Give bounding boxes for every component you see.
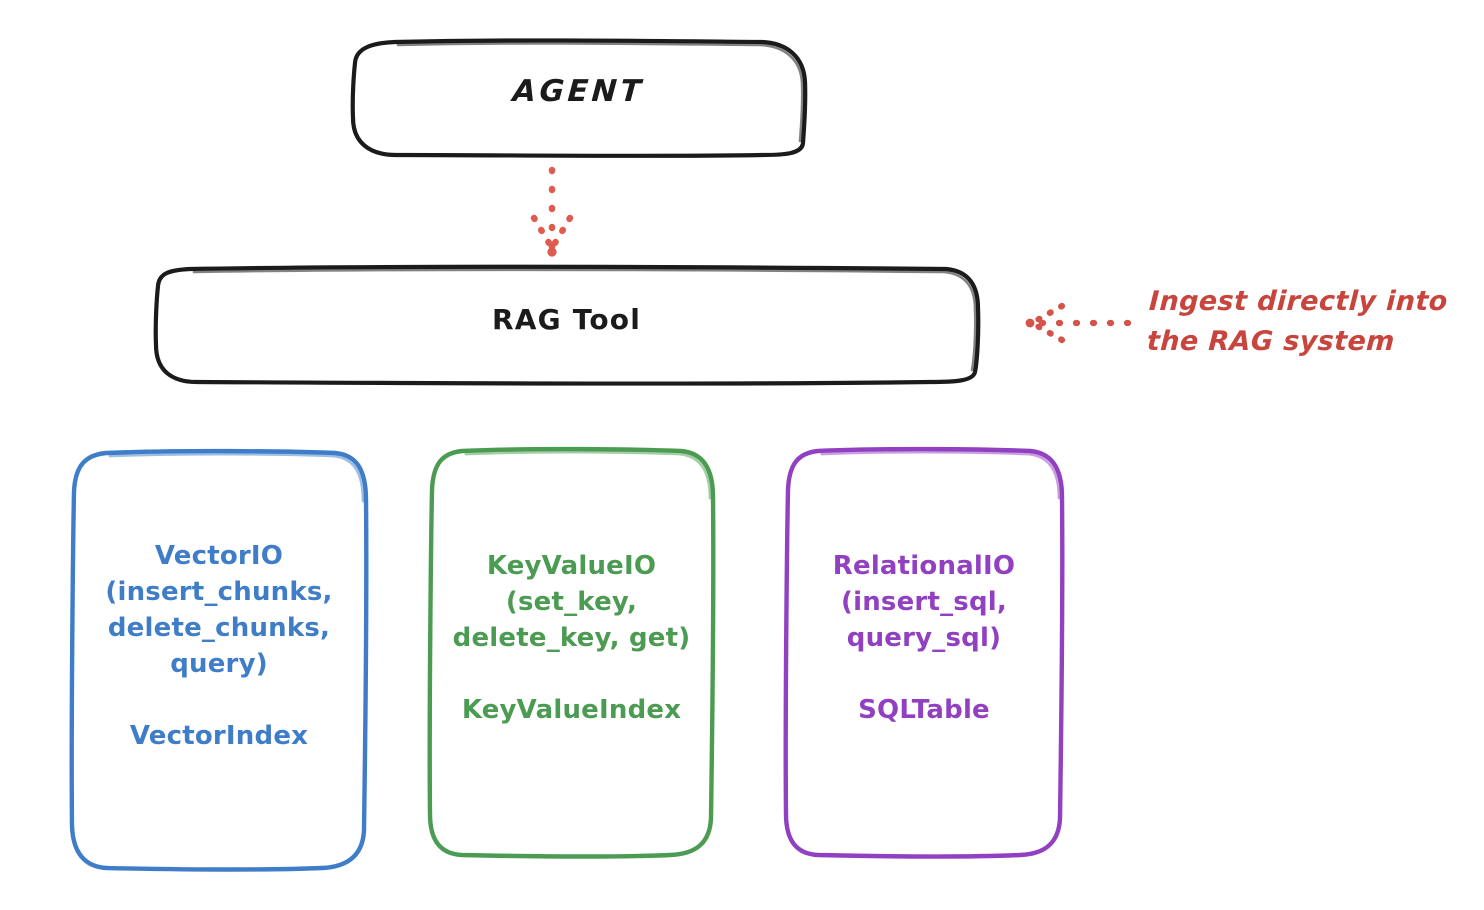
rag-tool-node[interactable] xyxy=(155,267,979,384)
relational-io-node-label: RelationalIO (insert_sql, query_sql) SQL… xyxy=(832,551,1016,725)
key-value-io-node-label: KeyValueIO (set_key, delete_key, get) Ke… xyxy=(452,551,691,725)
rag-tool-node-label: RAG Tool xyxy=(491,303,641,336)
agent-to-rag-connector xyxy=(530,166,574,257)
vector-io-node-label: VectorIO (insert_chunks, delete_chunks, … xyxy=(105,541,333,751)
agent-node[interactable] xyxy=(352,41,806,157)
relational-io-node[interactable] xyxy=(784,448,1064,857)
vector-io-node[interactable] xyxy=(70,450,368,870)
key-value-io-node[interactable] xyxy=(428,448,715,857)
ingest-connector xyxy=(1025,302,1132,344)
ingest-annotation-label: Ingest directly into the RAG system xyxy=(1146,286,1449,357)
